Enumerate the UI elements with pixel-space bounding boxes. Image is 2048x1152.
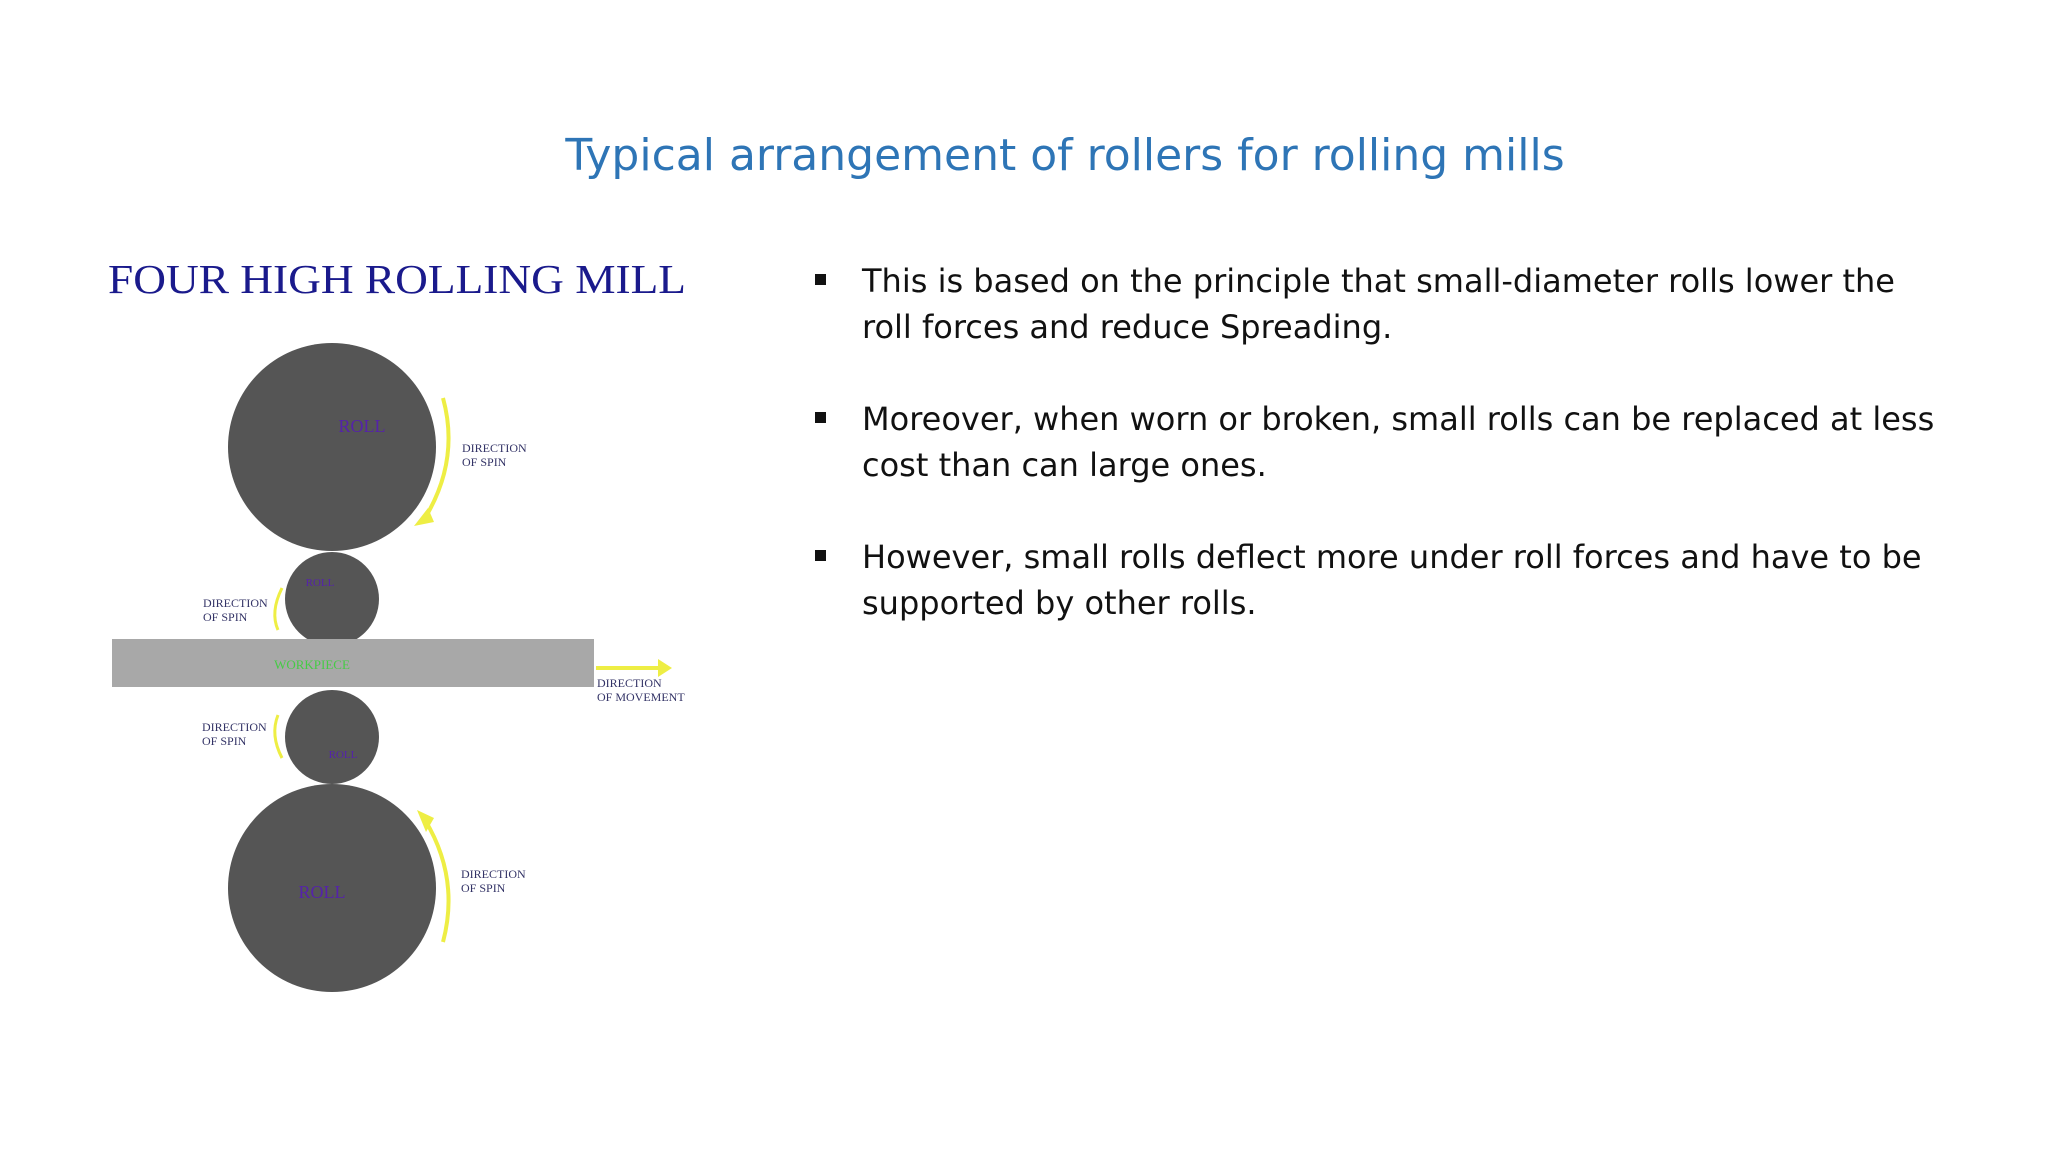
top-spin-arrow	[423, 397, 451, 520]
diagram-heading: FOUR HIGH ROLLING MILL	[108, 256, 686, 302]
top-work-spin-arrow	[273, 587, 284, 631]
bottom-work-spin-label-1: DIRECTION	[202, 720, 267, 734]
square-bullet-icon	[815, 550, 826, 561]
bottom-spin-label-2: OF SPIN	[461, 881, 506, 895]
top-work-spin-label-2: OF SPIN	[203, 610, 248, 624]
top-work-roll	[285, 552, 379, 646]
bottom-backup-roll-label: ROLL	[299, 882, 346, 902]
movement-label-2: OF MOVEMENT	[597, 690, 685, 704]
workpiece	[112, 639, 594, 687]
bullet-text: Moreover, when worn or broken, small rol…	[862, 400, 1935, 484]
top-backup-roll	[228, 343, 436, 551]
bullet-item: However, small rolls deflect more under …	[815, 534, 1935, 626]
top-spin-arrowhead	[414, 508, 434, 526]
bottom-spin-label-1: DIRECTION	[461, 867, 526, 881]
bullet-item: This is based on the principle that smal…	[815, 258, 1935, 350]
slide-title: Typical arrangement of rollers for rolli…	[565, 130, 1565, 181]
bullet-text: However, small rolls deflect more under …	[862, 538, 1922, 622]
bottom-backup-roll	[228, 784, 436, 992]
bottom-work-roll	[285, 690, 379, 784]
top-work-roll-label: ROLL	[306, 577, 335, 589]
workpiece-label: WORKPIECE	[274, 657, 350, 672]
square-bullet-icon	[815, 412, 826, 423]
movement-arrowhead	[658, 659, 672, 677]
top-work-spin-label-1: DIRECTION	[203, 596, 268, 610]
bottom-work-roll-label: ROLL	[329, 749, 358, 761]
bottom-work-spin-arrow	[273, 714, 284, 759]
bullet-text: This is based on the principle that smal…	[862, 262, 1895, 346]
square-bullet-icon	[815, 274, 826, 285]
bullet-list: This is based on the principle that smal…	[815, 258, 1935, 672]
bottom-work-spin-label-2: OF SPIN	[202, 734, 247, 748]
top-spin-label-2: OF SPIN	[462, 455, 507, 469]
bullet-item: Moreover, when worn or broken, small rol…	[815, 396, 1935, 488]
bottom-spin-arrowhead	[417, 810, 434, 832]
bottom-spin-arrow	[423, 818, 451, 943]
four-high-rolling-mill-diagram: FOUR HIGH ROLLING MILL ROLL DIRECTION OF…	[100, 250, 720, 1000]
top-spin-label-1: DIRECTION	[462, 441, 527, 455]
top-backup-roll-label: ROLL	[339, 416, 386, 436]
movement-label-1: DIRECTION	[597, 676, 662, 690]
